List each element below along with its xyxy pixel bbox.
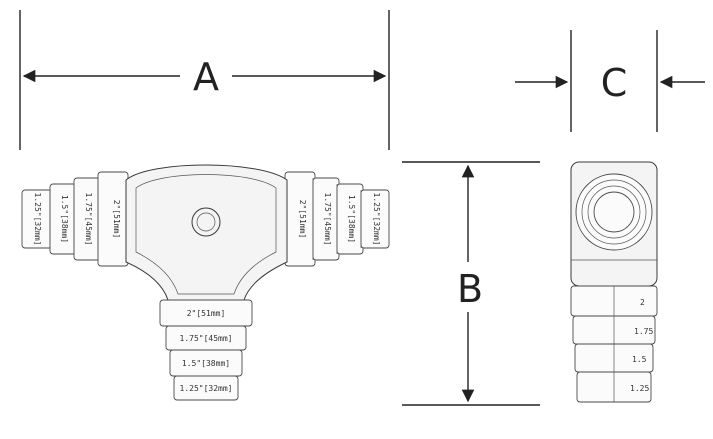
side-view-label-2: 1.75: [634, 327, 653, 336]
side-view-label-1: 2: [640, 298, 645, 307]
bottom-branch-step-4: [173, 375, 239, 401]
side-view-bore: [593, 191, 635, 233]
tee-center-logo-ring-icon: [196, 212, 216, 232]
left-branch-label-3: 1.75"[45mm]: [84, 193, 93, 246]
right-branch-label-4: 1.25"[32mm]: [372, 193, 381, 246]
bottom-branch-label-2: 1.75"[45mm]: [180, 334, 233, 343]
dimension-b: B: [402, 161, 540, 406]
side-view-ring-3: [587, 185, 641, 239]
tee-center-logo-icon: [191, 207, 221, 237]
dimension-c-label: C: [601, 61, 628, 105]
bottom-branch-label-4: 1.25"[32mm]: [180, 384, 233, 393]
dimension-c: C: [515, 30, 705, 132]
right-branch: 2"[51mm] 1.75"[45mm] 1.5"[38mm] 1.25"[32…: [284, 171, 390, 267]
side-view-label-4: 1.25: [630, 384, 649, 393]
left-branch-label-4: 2"[51mm]: [112, 200, 121, 239]
bottom-branch-label-3: 1.5"[38mm]: [182, 359, 230, 368]
left-branch-label-1: 1.25"[32mm]: [33, 193, 42, 246]
right-branch-label-1: 2"[51mm]: [298, 200, 307, 239]
right-branch-label-3: 1.5"[38mm]: [347, 195, 356, 243]
dimension-b-label: B: [457, 267, 483, 311]
tee-fitting-front-view: 1.25"[32mm] 1.5"[38mm] 1.75"[45mm] 2"[51…: [21, 164, 390, 401]
side-view-ring-2: [581, 179, 647, 245]
side-view-label-3: 1.5: [632, 355, 647, 364]
tee-fitting-side-view: 2 1.75 1.5 1.25: [570, 161, 658, 403]
dimension-a-label: A: [193, 55, 219, 99]
bottom-branch: 2"[51mm] 1.75"[45mm] 1.5"[38mm] 1.25"[32…: [159, 299, 253, 401]
bottom-branch-label-1: 2"[51mm]: [187, 309, 226, 318]
dimension-a: A: [19, 10, 390, 150]
left-branch-label-2: 1.5"[38mm]: [60, 195, 69, 243]
left-branch: 1.25"[32mm] 1.5"[38mm] 1.75"[45mm] 2"[51…: [21, 171, 129, 267]
tee-inner-contour: [135, 174, 277, 295]
right-branch-label-2: 1.75"[45mm]: [323, 193, 332, 246]
